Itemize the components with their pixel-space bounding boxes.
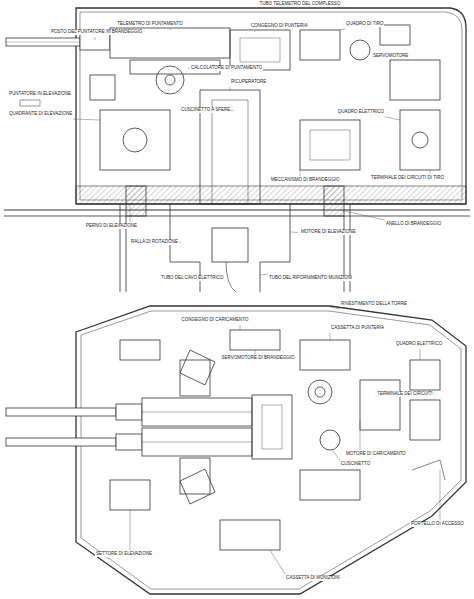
leader-line [230, 87, 231, 90]
part-label: SERVOMOTORE [372, 54, 409, 59]
part-label: TERMINALE DEI CIRCUITI [376, 392, 433, 397]
part-label: QUADRO ELETTRICO [395, 342, 443, 347]
part-label: SERVOMOTORE DI BRANDEGGIO [221, 356, 296, 361]
leader-line [390, 61, 391, 62]
part-label: CUSCINETTO [340, 462, 371, 467]
leader-line [300, 170, 301, 176]
part-label: CONGEGNO DI CARICAMENTO [181, 318, 250, 323]
part-label: MOTORE DI CARICAMENTO [345, 452, 407, 457]
leader-line [95, 37, 96, 40]
part-label: TERMINALE DEI CIRCUITI DI TIRO [370, 176, 445, 181]
leader-line [385, 117, 400, 120]
leader-line [332, 450, 340, 460]
leader-line [330, 333, 331, 340]
plan-view [6, 306, 466, 594]
leader-line [270, 550, 285, 574]
leader-line [170, 29, 171, 30]
leader-line [420, 349, 421, 360]
leader-line [425, 399, 426, 400]
part-label: MECCANISMO DI BRANDEGGIO [270, 178, 341, 183]
part-label: TUBO DEL RIFORNIMENTO MUNIZIONI [268, 276, 353, 281]
leader-line [200, 274, 201, 275]
part-label: CONGEGNO DI PUNTERIA [250, 24, 309, 29]
part-label: SETTORE DI ELEVAZIONE [95, 552, 153, 557]
part-label: POSTO DEL PUNTATORE IN BRANDEGGIO [50, 30, 143, 35]
part-label: RICUPERATORE [230, 80, 267, 85]
leader-line [260, 274, 268, 275]
leader-line [330, 307, 340, 309]
leader-line [440, 470, 441, 520]
part-label: PERNO DI ELEVAZIONE [85, 224, 138, 229]
leader-line [290, 232, 298, 233]
part-label: TELEMETRO DI PUNTAMENTO [116, 22, 184, 27]
part-label: ANELLO DI BRANDEGGIO [385, 222, 442, 227]
leader-line [300, 8, 301, 9]
part-label: CUSCINETTO A SFERE [180, 108, 231, 113]
leader-line [360, 420, 361, 450]
part-label: CALCOLATORE DI PUNTAMENTO [190, 66, 263, 71]
side-elevation [4, 8, 470, 292]
part-label: QUADRO ELETTRICO [337, 110, 385, 115]
leader-line [130, 205, 131, 222]
leader-line [73, 119, 100, 120]
leader-line [430, 170, 431, 174]
part-label: RALLA DI ROTAZIONE [130, 240, 179, 245]
part-label: MOTORE DI ELEVAZIONE [300, 230, 357, 235]
part-label: RIVESTIMENTO DELLA TORRE [340, 302, 408, 307]
leader-line [130, 510, 131, 550]
part-label: TUBO TELEMETRO DEL COMPLESSO [259, 2, 342, 7]
leader-line [255, 350, 256, 354]
leader-line [22, 99, 23, 100]
part-label: QUADRO DI TIRO [345, 22, 384, 27]
part-label: CASSETTA DI MUNIZIONI [285, 576, 341, 581]
part-label: PUNTATORE IN ELEVAZIONE [8, 92, 72, 97]
leader-line [340, 210, 385, 220]
leader-line [340, 29, 345, 30]
leader-line [240, 325, 241, 330]
part-label: PORTELLO DI ACCESSO [410, 522, 465, 527]
leader-line [255, 31, 256, 32]
part-label: QUADRANTE DI ELEVAZIONE [8, 112, 73, 117]
part-label: TUBO DEL CAVO ELETTRICO [160, 276, 225, 281]
part-label: CASSETTA DI PUNTERIA [330, 326, 385, 331]
